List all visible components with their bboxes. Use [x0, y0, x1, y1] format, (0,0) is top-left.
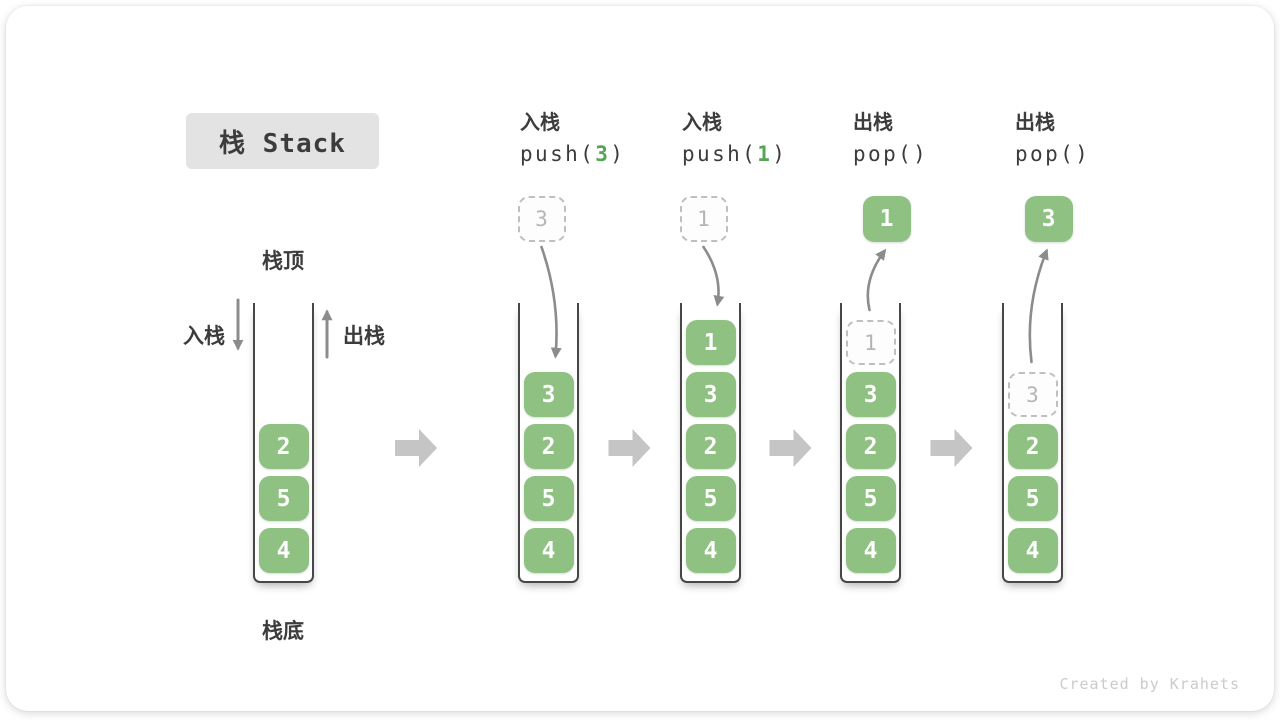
stack-cell: 2	[1007, 424, 1058, 469]
watermark: Created by Krahets	[1059, 675, 1240, 693]
diagram-title: 栈 Stack	[186, 113, 379, 169]
code-text: )	[610, 142, 626, 166]
stack-cell: 5	[1007, 476, 1058, 521]
code-text: push(	[520, 142, 596, 166]
stack-cell: 4	[1007, 528, 1058, 573]
operation-label: 出栈	[853, 112, 893, 134]
operation-label: 入栈	[520, 112, 560, 134]
code-argument: 3	[595, 142, 611, 166]
code-text: pop()	[853, 142, 929, 166]
operation-label: 入栈	[682, 112, 722, 134]
operation-code: push(1)	[682, 142, 787, 166]
floating-cell: 1	[862, 196, 911, 242]
operation-code: push(3)	[520, 142, 625, 166]
code-argument: 1	[757, 142, 773, 166]
stack-cell: 5	[523, 476, 574, 521]
stack-cell: 5	[685, 476, 736, 521]
stack-cell: 1	[685, 320, 736, 365]
stack-cell: 2	[523, 424, 574, 469]
stack-cell: 4	[258, 528, 309, 573]
stack-bottom-label: 栈底	[262, 620, 304, 643]
operation-label: 出栈	[1015, 112, 1055, 134]
stack-cell: 4	[523, 528, 574, 573]
stack-cell: 2	[258, 424, 309, 469]
stack-cell: 3	[1007, 372, 1058, 417]
stack-cell: 1	[845, 320, 896, 365]
stack-cell: 3	[685, 372, 736, 417]
stack-top-label: 栈顶	[262, 250, 304, 273]
code-text: pop()	[1015, 142, 1091, 166]
stack-cell: 2	[685, 424, 736, 469]
code-text: push(	[682, 142, 758, 166]
stack-cell: 3	[845, 372, 896, 417]
floating-cell: 3	[517, 196, 566, 242]
pop-legend-label: 出栈	[343, 325, 385, 348]
operation-code: pop()	[853, 142, 928, 166]
stack-cell: 4	[685, 528, 736, 573]
stack-cell: 5	[845, 476, 896, 521]
operation-code: pop()	[1015, 142, 1090, 166]
code-text: )	[772, 142, 788, 166]
stack-cell: 2	[845, 424, 896, 469]
stack-cell: 5	[258, 476, 309, 521]
stack-cell: 3	[523, 372, 574, 417]
floating-cell: 3	[1024, 196, 1073, 242]
push-legend-label: 入栈	[183, 325, 225, 348]
floating-cell: 1	[679, 196, 728, 242]
stack-cell: 4	[845, 528, 896, 573]
